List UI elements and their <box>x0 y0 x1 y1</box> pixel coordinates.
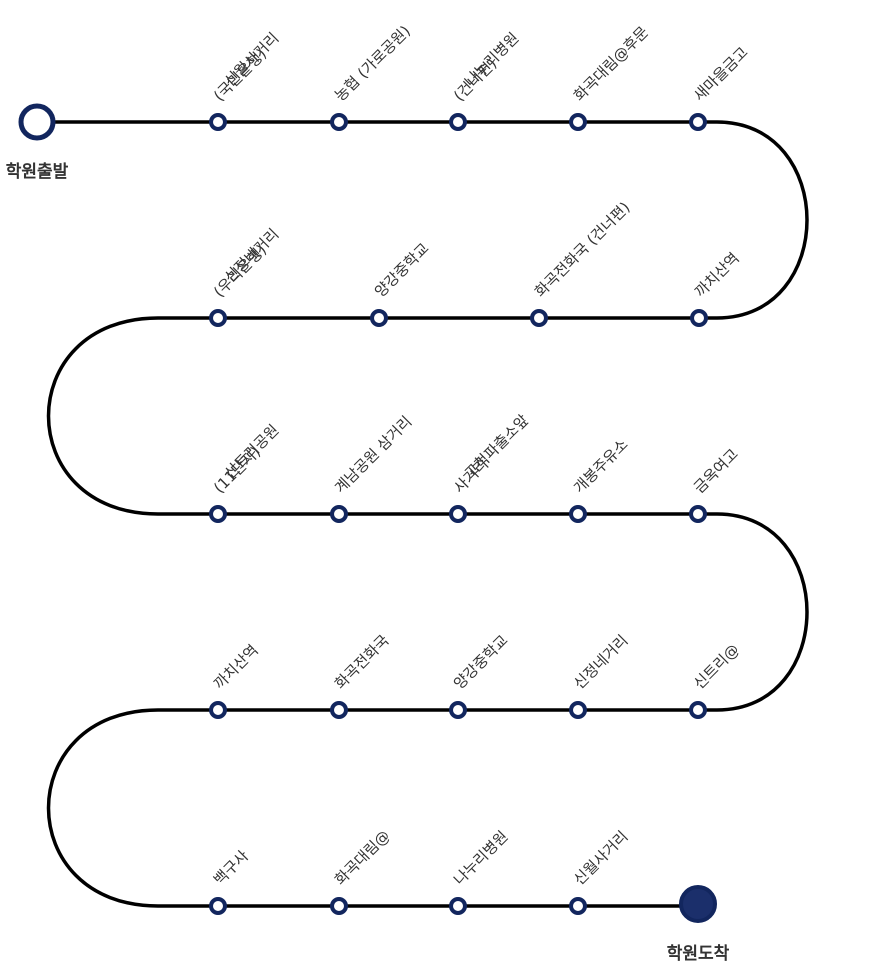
stop-label: (11단지) <box>210 443 264 497</box>
stop-label: 까치산역 <box>691 249 743 301</box>
stop-label: 신월사거리 <box>570 827 632 889</box>
stop-marker <box>569 505 587 523</box>
stop-label: (국민은행) <box>210 45 270 105</box>
stop-label: 개봉주유소 <box>570 435 632 497</box>
bus-stop[interactable] <box>569 701 587 719</box>
stop-marker <box>530 309 548 327</box>
bus-stop[interactable] <box>209 701 227 719</box>
end-circle <box>679 885 717 923</box>
stop-label: 화곡대림@후문 <box>570 23 652 105</box>
stop-marker <box>330 505 348 523</box>
start-marker[interactable]: 학원출발 <box>6 103 69 182</box>
start-label: 학원출발 <box>6 162 69 182</box>
stop-marker <box>449 113 467 131</box>
stop-label: 화곡전화국 (건너편) <box>531 198 633 300</box>
stop-marker <box>209 701 227 719</box>
bus-stop[interactable] <box>530 309 548 327</box>
stops-layer <box>209 113 708 915</box>
end-label: 학원도착 <box>667 944 730 964</box>
stop-marker <box>370 309 388 327</box>
stop-marker <box>569 701 587 719</box>
stop-marker <box>330 897 348 915</box>
stop-label: (우리은행) <box>210 241 270 301</box>
stop-marker <box>449 701 467 719</box>
stop-marker <box>209 505 227 523</box>
stop-marker <box>449 897 467 915</box>
stop-label: 신정네거리 <box>570 631 632 693</box>
bus-stop[interactable] <box>330 113 348 131</box>
stop-label: 화곡전화국 <box>331 631 393 693</box>
stop-marker <box>330 113 348 131</box>
stop-label: 새마을금고 <box>690 43 752 105</box>
bus-stop[interactable] <box>209 113 227 131</box>
stop-marker <box>569 897 587 915</box>
stop-marker <box>209 309 227 327</box>
stop-marker <box>449 505 467 523</box>
bus-stop[interactable] <box>330 505 348 523</box>
stop-label: 금옥여고 <box>690 445 742 497</box>
stop-label: 양강중학교 <box>450 631 512 693</box>
end-marker[interactable]: 학원도착 <box>667 885 730 964</box>
bus-stop[interactable] <box>569 113 587 131</box>
bus-stop[interactable] <box>449 113 467 131</box>
bus-stop[interactable] <box>209 897 227 915</box>
stop-label: 신트리@ <box>690 640 743 693</box>
stop-label: 계남공원 삼거리 <box>331 412 415 496</box>
bus-stop[interactable] <box>689 505 707 523</box>
stop-label: 백구사 <box>210 847 252 889</box>
bus-stop[interactable] <box>370 309 388 327</box>
bus-stop[interactable] <box>449 897 467 915</box>
bus-stop[interactable] <box>449 505 467 523</box>
stop-label: 농협 (가로공원) <box>331 22 414 105</box>
bus-stop[interactable] <box>690 309 708 327</box>
stop-label: 화곡대림@ <box>331 826 393 888</box>
bus-stop[interactable] <box>689 113 707 131</box>
stop-label: 나누리병원 <box>450 827 512 889</box>
bus-stop[interactable] <box>689 701 707 719</box>
stop-marker <box>209 113 227 131</box>
stop-marker <box>209 897 227 915</box>
stop-label: 까치산역 <box>210 641 262 693</box>
stop-label: 양강중학교 <box>371 239 433 301</box>
stop-marker <box>689 701 707 719</box>
stop-marker <box>690 309 708 327</box>
bus-stop[interactable] <box>209 309 227 327</box>
stop-marker <box>689 113 707 131</box>
bus-stop[interactable] <box>449 701 467 719</box>
stop-marker <box>689 505 707 523</box>
bus-stop[interactable] <box>330 701 348 719</box>
route-line <box>37 120 809 908</box>
bus-stop[interactable] <box>569 505 587 523</box>
stop-marker <box>330 701 348 719</box>
bus-stop[interactable] <box>209 505 227 523</box>
start-circle <box>18 103 56 141</box>
stop-marker <box>569 113 587 131</box>
bus-stop[interactable] <box>569 897 587 915</box>
bus-stop[interactable] <box>330 897 348 915</box>
